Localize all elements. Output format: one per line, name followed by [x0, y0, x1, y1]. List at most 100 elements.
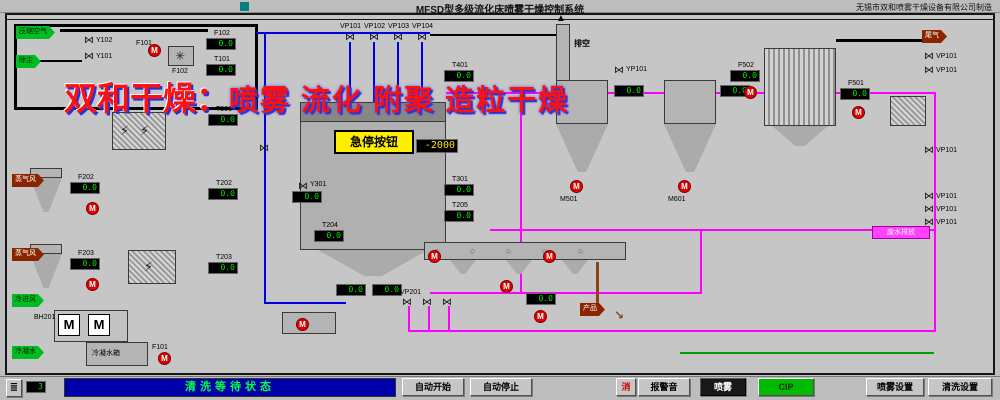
- motor-icon[interactable]: M: [58, 314, 80, 336]
- pump-icon[interactable]: M: [86, 202, 99, 215]
- electric-heater-2[interactable]: [128, 250, 176, 284]
- pipe: [934, 230, 936, 332]
- cyclone-right-2[interactable]: [664, 80, 716, 124]
- pump-icon[interactable]: M: [678, 180, 691, 193]
- valve-tag: VP101: [936, 147, 958, 154]
- pump-icon[interactable]: M: [534, 310, 547, 323]
- valve-icon[interactable]: ⋈: [924, 204, 934, 215]
- valve-icon[interactable]: ⋈: [84, 35, 94, 46]
- emergency-stop-button[interactable]: 急停按钮: [334, 130, 414, 154]
- pipe: [264, 302, 346, 304]
- valve-icon[interactable]: ⋈: [924, 191, 934, 202]
- pipe: [349, 42, 351, 104]
- clean-settings-button[interactable]: 清洗设置: [928, 378, 992, 396]
- bag-filter[interactable]: [764, 48, 836, 126]
- value-display: 0.0: [730, 70, 760, 82]
- pipe: [448, 306, 450, 332]
- pump-icon[interactable]: M: [428, 250, 441, 263]
- pump-icon[interactable]: M: [148, 44, 161, 57]
- valve-icon[interactable]: ⋈: [259, 143, 269, 154]
- valve-tag: Y301: [310, 181, 327, 188]
- valve-icon[interactable]: ⋈: [393, 32, 403, 43]
- valve-icon[interactable]: ⋈: [84, 51, 94, 62]
- value-display: 0.0: [336, 284, 366, 296]
- spray-settings-button[interactable]: 喷雾设置: [866, 378, 924, 396]
- cip-button[interactable]: CIP: [758, 378, 814, 396]
- dedusting-label: 除尘: [16, 55, 41, 68]
- pipe: [421, 42, 423, 104]
- valve-tag: Y102: [96, 37, 113, 44]
- sieve-unit[interactable]: [282, 312, 336, 334]
- valve-icon[interactable]: ⋈: [369, 32, 379, 43]
- value-display: 0.0: [314, 230, 344, 242]
- title-bar: MFSD型多级流化床喷雾干燥控制系统 无锡市双和喷雾干燥设备有限公司制造: [0, 0, 1000, 16]
- pipe: [680, 352, 934, 354]
- valve-icon[interactable]: ⋈: [924, 145, 934, 156]
- valve-icon[interactable]: ⋈: [417, 32, 427, 43]
- fluid-bed-conveyor[interactable]: [424, 242, 626, 260]
- steam-air-label: 蒸气风: [12, 174, 44, 187]
- meter-tag: F501: [848, 80, 864, 87]
- electric-heater-1[interactable]: [112, 112, 166, 150]
- valve-tag: VP201: [400, 289, 422, 296]
- auto-start-button[interactable]: 自动开始: [402, 378, 464, 396]
- pipe: [836, 39, 926, 42]
- roller-icon: ○: [470, 246, 476, 256]
- value-display: 0.0: [444, 184, 474, 196]
- pump-icon[interactable]: M: [543, 250, 556, 263]
- cyclone-right-1[interactable]: [556, 80, 608, 124]
- spray-button[interactable]: 喷雾: [700, 378, 746, 396]
- valve-tag: YP101: [626, 66, 648, 73]
- alarm-sound-button[interactable]: 报警音: [638, 378, 690, 396]
- valve-icon[interactable]: ⋈: [924, 51, 934, 62]
- condensate-tank-label: 冷凝水箱: [92, 350, 120, 357]
- meter-tag: T301: [452, 176, 468, 183]
- valve-icon[interactable]: ⋈: [924, 217, 934, 228]
- valve-tag: VP101: [936, 193, 958, 200]
- valve-icon[interactable]: ⋈: [614, 65, 624, 76]
- value-display: 0.0: [208, 262, 238, 274]
- steam-air-label: 蒸气风: [12, 248, 44, 261]
- valve-icon[interactable]: ⋈: [442, 297, 452, 308]
- valve-tag: VP103: [388, 23, 410, 30]
- pump-icon[interactable]: M: [500, 280, 513, 293]
- pipe: [264, 32, 266, 304]
- app-logo-icon: [240, 2, 249, 11]
- blower[interactable]: [168, 46, 194, 66]
- powder-collector[interactable]: [890, 96, 926, 126]
- valve-icon[interactable]: ⋈: [402, 297, 412, 308]
- pipe: [256, 32, 430, 34]
- valve-tag: VP101: [936, 219, 958, 226]
- pump-tag: M601: [668, 196, 686, 203]
- valve-icon[interactable]: ⋈: [422, 297, 432, 308]
- pump-icon[interactable]: M: [86, 278, 99, 291]
- condensate-tank: [86, 342, 148, 366]
- unit-tag: BH201: [34, 314, 56, 321]
- pump-icon[interactable]: M: [570, 180, 583, 193]
- up-arrow-icon: ▲: [556, 13, 566, 24]
- spray-drying-tower[interactable]: [300, 102, 446, 250]
- menu-button[interactable]: ≣: [6, 379, 22, 397]
- mute-button[interactable]: 消: [616, 378, 636, 396]
- value-display: 0.0: [208, 114, 238, 126]
- vent-duct: [556, 24, 570, 82]
- value-display: 0.0: [70, 182, 100, 194]
- valve-icon[interactable]: ⋈: [298, 181, 308, 192]
- valve-icon[interactable]: ⋈: [924, 65, 934, 76]
- meter-tag: F203: [78, 250, 94, 257]
- pump-icon[interactable]: M: [296, 318, 309, 331]
- pump-icon[interactable]: M: [852, 106, 865, 119]
- auto-stop-button[interactable]: 自动停止: [470, 378, 532, 396]
- pipe: [60, 29, 208, 32]
- pump-icon[interactable]: M: [744, 86, 757, 99]
- counter-display: 3: [26, 381, 46, 393]
- cyclone-left-1[interactable]: [30, 168, 62, 178]
- tower-top-section: [300, 102, 446, 122]
- pump-icon[interactable]: M: [158, 352, 171, 365]
- vent-label: 排空: [574, 39, 590, 48]
- motor-icon[interactable]: M: [88, 314, 110, 336]
- product-label: 产品: [580, 303, 605, 316]
- value-display: 0.0: [840, 88, 870, 100]
- valve-icon[interactable]: ⋈: [345, 32, 355, 43]
